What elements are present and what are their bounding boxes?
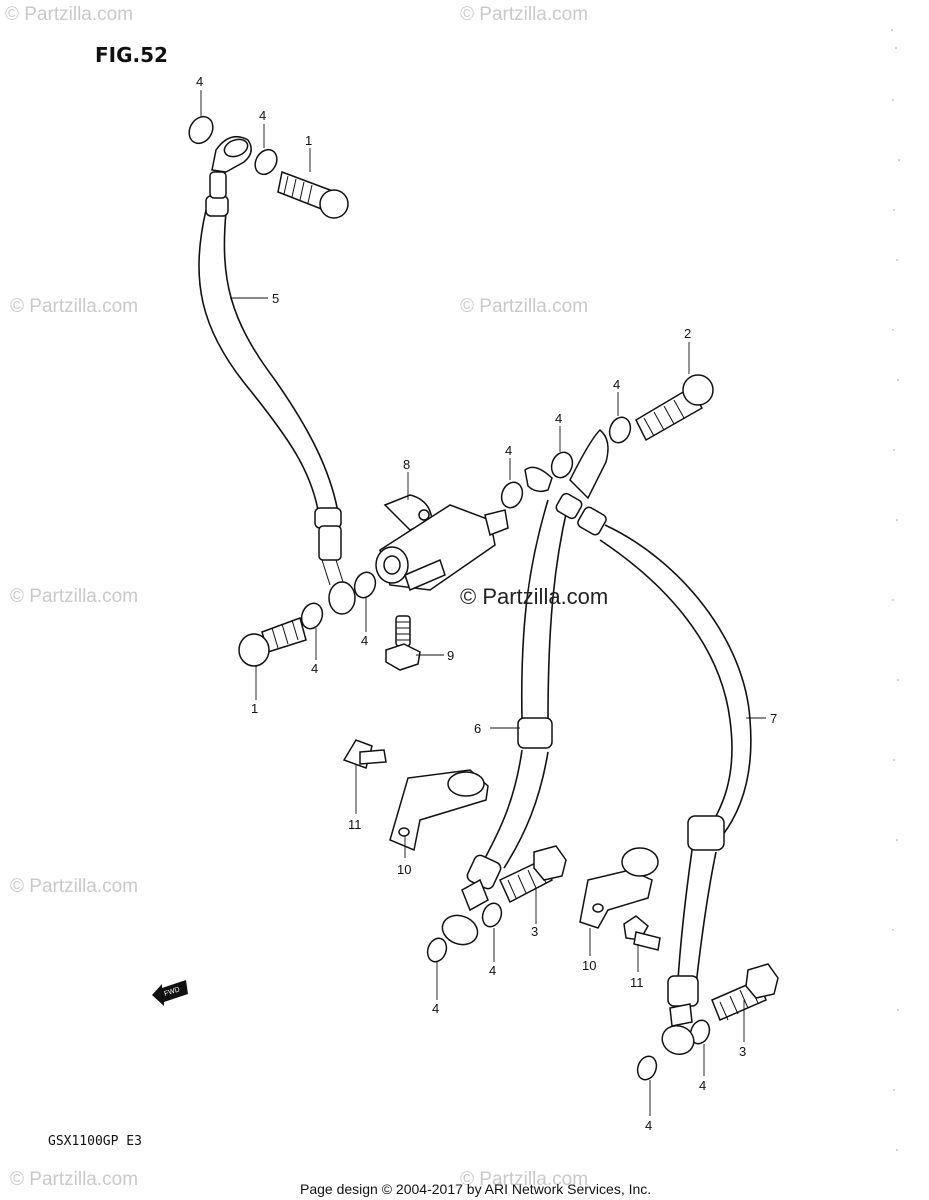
watermark-text: © Partzilla.com [10, 296, 138, 317]
callout-label: 1 [251, 701, 258, 716]
watermark-text: © Partzilla.com [5, 4, 133, 25]
gasket-washers [188, 115, 711, 1081]
callout-label: 7 [770, 711, 777, 726]
three-way-joint-8 [375, 494, 509, 592]
callout-label: 4 [699, 1078, 706, 1093]
joint-bolt-9 [385, 615, 421, 671]
callout-label: 4 [432, 1001, 439, 1016]
callout-label: 3 [739, 1044, 746, 1059]
callout-label: 4 [505, 443, 512, 458]
union-bolt-1-upper [277, 170, 349, 219]
brake-hose-6 [441, 466, 569, 946]
page-footer: Page design © 2004-2017 by ARI Network S… [300, 1181, 651, 1197]
callout-label: 10 [582, 958, 596, 973]
union-bolt-3-right [711, 963, 779, 1021]
union-bolt-2 [635, 374, 714, 442]
model-code: GSX1100GP E3 [48, 1134, 142, 1149]
union-bolt-3-left [499, 845, 567, 904]
watermark-text: © Partzilla.com [460, 296, 588, 317]
callout-numbers: 4 4 1 5 2 4 4 4 8 4 4 1 9 6 7 11 10 3 4 … [196, 74, 777, 1133]
callout-label: 2 [684, 326, 691, 341]
callout-leaders [200, 90, 766, 1116]
watermark-text: © Partzilla.com [10, 586, 138, 607]
callout-label: 4 [645, 1118, 652, 1133]
brake-hose-5 [198, 135, 356, 615]
callout-label: 4 [196, 74, 203, 89]
callout-label: 10 [397, 862, 411, 877]
union-bolt-1-lower [238, 617, 307, 667]
figure-title: FIG.52 [95, 43, 168, 67]
callout-label: 11 [630, 975, 644, 990]
watermark-layer: © Partzilla.com © Partzilla.com © Partzi… [5, 4, 588, 1190]
callout-label: 5 [272, 291, 279, 306]
callout-label: 8 [403, 457, 410, 472]
callout-label: 6 [474, 721, 481, 736]
callout-label: 4 [613, 377, 620, 392]
callout-label: 4 [555, 411, 562, 426]
watermark-text: © Partzilla.com [10, 876, 138, 897]
hose-clamp-10-left [389, 769, 489, 852]
watermark-text: © Partzilla.com [460, 4, 588, 25]
callout-label: 4 [311, 661, 318, 676]
scan-edge-noise [891, 29, 900, 1151]
watermark-text: © Partzilla.com [460, 1169, 588, 1190]
clamp-bolt-11-right [623, 915, 661, 951]
callout-label: 4 [361, 633, 368, 648]
callout-label: 4 [259, 108, 266, 123]
forward-direction-arrow: FWD [152, 980, 188, 1006]
brake-hose-7 [555, 428, 752, 1055]
callout-label: 1 [305, 133, 312, 148]
forward-label: FWD [163, 986, 180, 998]
callout-label: 9 [447, 648, 454, 663]
watermark-center: © Partzilla.com [460, 584, 608, 609]
callout-label: 11 [348, 817, 362, 832]
hose-clamp-10-right [579, 847, 659, 929]
callout-label: 3 [531, 924, 538, 939]
watermark-text: © Partzilla.com [10, 1169, 138, 1190]
callout-label: 4 [489, 963, 496, 978]
clamp-bolt-11-left [342, 739, 387, 769]
